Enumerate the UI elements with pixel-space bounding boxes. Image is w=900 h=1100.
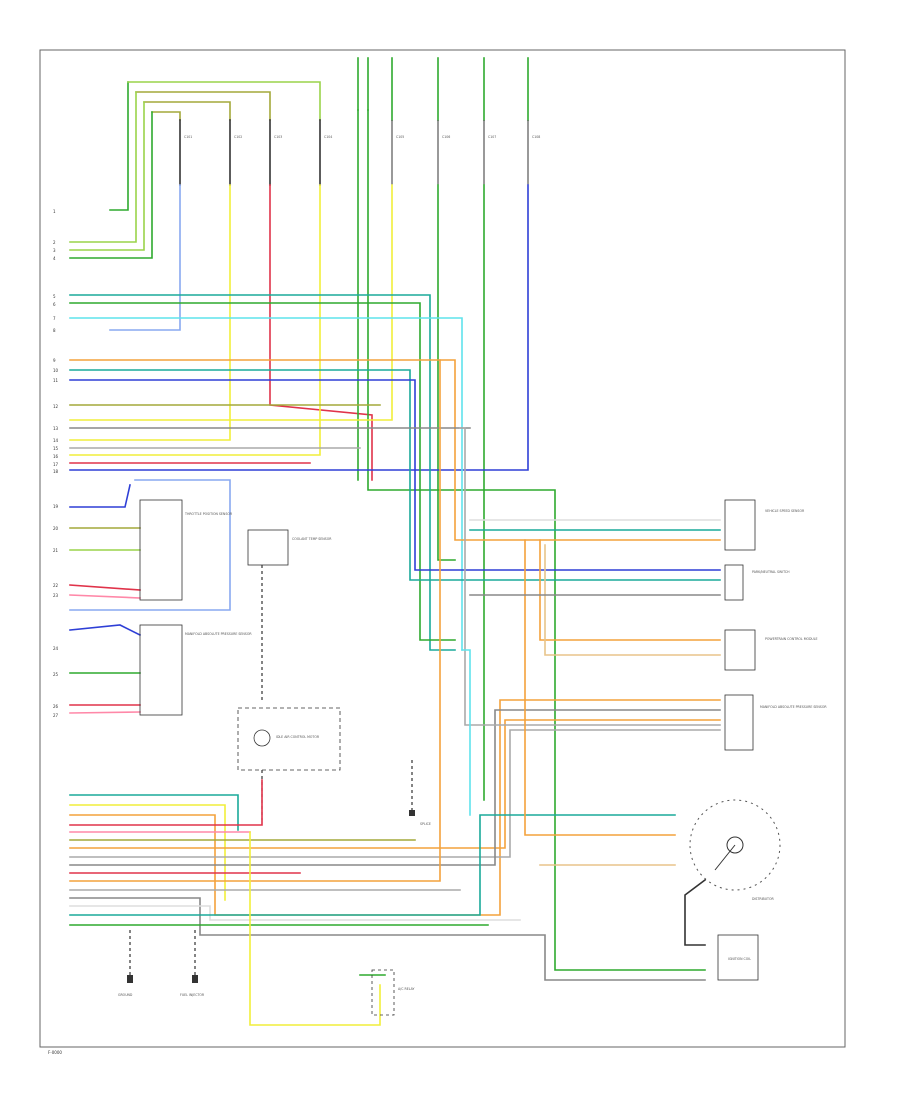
svg-text:12: 12 [53, 404, 59, 409]
svg-text:SPLICE: SPLICE [420, 822, 431, 826]
ground-icon [127, 975, 133, 983]
svg-text:DISTRIBUTOR: DISTRIBUTOR [752, 897, 774, 901]
svg-text:4: 4 [53, 256, 56, 261]
svg-text:2: 2 [53, 240, 56, 245]
svg-text:27: 27 [53, 713, 59, 718]
switch-group-right: C105 C106 C107 C108 [391, 120, 540, 185]
distributor: DISTRIBUTOR [684, 799, 781, 946]
svg-text:1: 1 [53, 209, 56, 214]
svg-text:3: 3 [53, 248, 56, 253]
svg-text:16: 16 [53, 454, 59, 459]
svg-text:6: 6 [53, 302, 56, 307]
sensor-block-upper: THROTTLE POSITION SENSOR [69, 479, 233, 611]
conn-label: C103 [274, 135, 282, 139]
svg-text:17: 17 [53, 462, 59, 467]
svg-text:VEHICLE SPEED SENSOR: VEHICLE SPEED SENSOR [765, 509, 805, 513]
svg-text:8: 8 [53, 328, 56, 333]
svg-text:PARK/NEUTRAL SWITCH: PARK/NEUTRAL SWITCH [752, 570, 790, 574]
coolant-sensor: COOLANT TEMP SENSOR [247, 529, 332, 700]
svg-text:MANIFOLD ABSOLUTE PRESSURE SEN: MANIFOLD ABSOLUTE PRESSURE SENSOR [760, 705, 827, 709]
diagram-frame [39, 49, 846, 1048]
conn-label: C105 [396, 135, 404, 139]
right-wires [459, 427, 721, 866]
svg-text:18: 18 [53, 469, 59, 474]
map-sensor-right: POWERTRAIN CONTROL MODULE [724, 629, 818, 671]
conn-label: C104 [324, 135, 332, 139]
ac-relay: A/C RELAY SPLICE [249, 760, 431, 1026]
pcm-connector: MANIFOLD ABSOLUTE PRESSURE SENSOR [724, 694, 827, 751]
bottom-harness: GROUND FUEL INJECTOR [69, 359, 721, 997]
svg-text:13: 13 [53, 426, 59, 431]
svg-text:9: 9 [53, 358, 56, 363]
left-harness [69, 294, 721, 651]
svg-text:14: 14 [53, 438, 59, 443]
svg-text:24: 24 [53, 646, 59, 651]
svg-text:10: 10 [53, 368, 59, 373]
footer-code: F-0000 [48, 1050, 62, 1055]
svg-text:25: 25 [53, 672, 59, 677]
sensor-label: MANIFOLD ABSOLUTE PRESSURE SENSOR [185, 632, 252, 636]
sensor-block-lower: MANIFOLD ABSOLUTE PRESSURE SENSOR [69, 624, 252, 716]
conn-label: C107 [488, 135, 496, 139]
svg-text:5: 5 [53, 294, 56, 299]
svg-text:POWERTRAIN CONTROL MODULE: POWERTRAIN CONTROL MODULE [765, 637, 818, 641]
conn-label: C101 [184, 135, 192, 139]
svg-text:22: 22 [53, 583, 59, 588]
svg-text:11: 11 [53, 378, 59, 383]
sensor-label: THROTTLE POSITION SENSOR [184, 512, 233, 516]
conn-label: C102 [234, 135, 242, 139]
left-pin-column: 1 2 3 4 5 6 7 8 9 10 11 12 13 14 15 16 1… [53, 209, 59, 718]
switch-group-left: C101 C102 C103 C104 [179, 119, 332, 186]
svg-text:7: 7 [53, 316, 56, 321]
svg-text:A/C RELAY: A/C RELAY [398, 987, 415, 991]
svg-text:19: 19 [53, 504, 59, 509]
distributor-module: IDLE AIR CONTROL MOTOR [237, 707, 341, 820]
ground-icon [192, 975, 198, 983]
svg-text:COOLANT TEMP SENSOR: COOLANT TEMP SENSOR [292, 537, 332, 541]
svg-text:21: 21 [53, 548, 59, 553]
svg-text:15: 15 [53, 446, 59, 451]
park-neutral-switch: PARK/NEUTRAL SWITCH [724, 564, 790, 601]
svg-text:FUEL INJECTOR: FUEL INJECTOR [180, 993, 205, 997]
svg-text:26: 26 [53, 704, 59, 709]
svg-text:IGNITION COIL: IGNITION COIL [728, 957, 751, 961]
conn-label: C108 [532, 135, 540, 139]
svg-text:GROUND: GROUND [118, 993, 133, 997]
svg-text:20: 20 [53, 526, 59, 531]
svg-text:IDLE AIR CONTROL MOTOR: IDLE AIR CONTROL MOTOR [276, 735, 320, 739]
conn-label: C106 [442, 135, 450, 139]
vehicle-speed-sensor: VEHICLE SPEED SENSOR [724, 499, 805, 551]
ignition-coil: IGNITION COIL [717, 934, 759, 981]
top-harness: C101 C102 C103 C104 C105 C106 C107 C108 [69, 57, 706, 971]
svg-text:23: 23 [53, 593, 59, 598]
